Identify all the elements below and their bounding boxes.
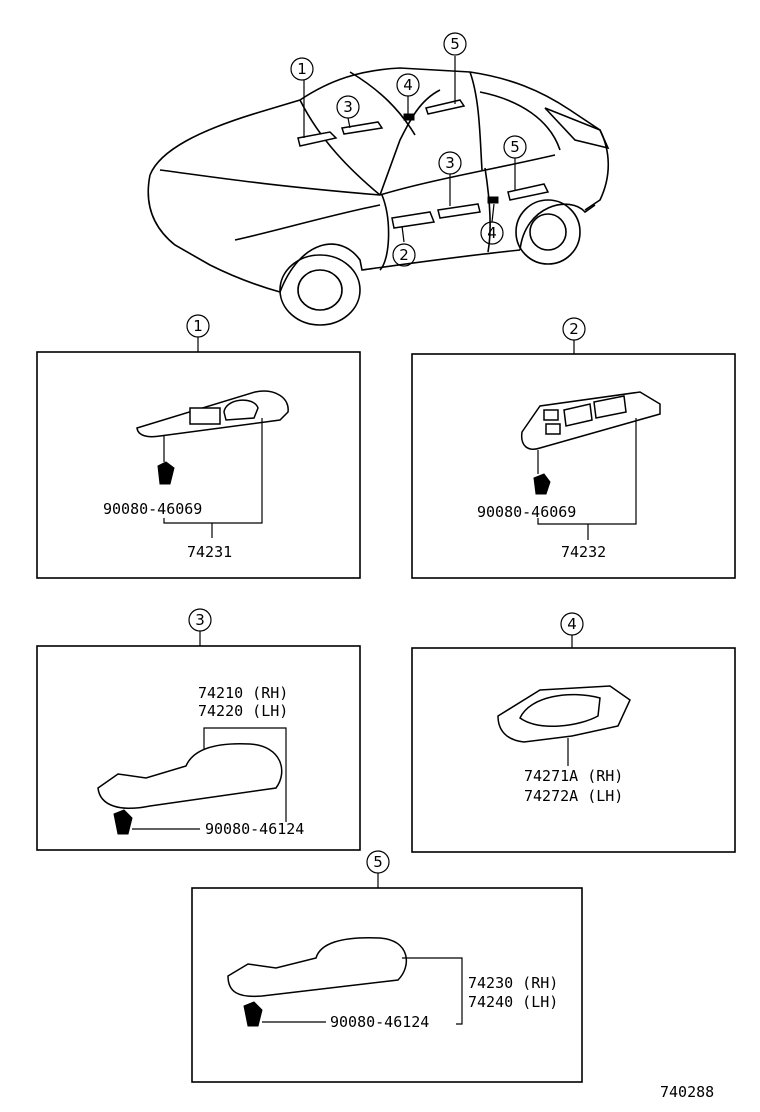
clip-2 — [533, 473, 551, 495]
car-callout-5-door: 5 — [503, 135, 527, 159]
multi-key-3 — [563, 403, 593, 427]
switch-key-b — [223, 399, 259, 421]
part-label-74210: 74210 (RH) — [198, 684, 288, 702]
car-cup-4-door — [487, 196, 499, 204]
svg-text:1: 1 — [193, 317, 203, 335]
car-grip-3-front — [341, 121, 384, 135]
clip-label-3: 90080-46124 — [205, 820, 304, 838]
multi-key-1 — [543, 409, 559, 421]
clip-label-2: 90080-46069 — [477, 503, 576, 521]
svg-text:3: 3 — [445, 154, 455, 172]
panel-4: 4 74271A (RH) 74272A (LH) — [411, 612, 736, 853]
car-switch-1 — [297, 131, 338, 147]
svg-text:4: 4 — [567, 615, 577, 633]
multi-key-2 — [545, 423, 561, 435]
clip-1 — [157, 461, 175, 485]
car-callout-1: 1 — [290, 57, 314, 81]
car-callout-3-door: 3 — [438, 151, 462, 175]
car-grip-5-door — [507, 183, 550, 201]
svg-text:4: 4 — [403, 76, 413, 94]
car-switch-2 — [391, 211, 436, 229]
switch-key-a — [189, 407, 221, 425]
svg-text:1: 1 — [297, 60, 307, 78]
part-label-74230: 74230 (RH) — [468, 974, 558, 992]
clip-label-1: 90080-46069 — [103, 500, 202, 518]
door-cup-recess — [519, 693, 601, 727]
part-label-74240: 74240 (LH) — [468, 993, 558, 1011]
part-label-74220: 74220 (LH) — [198, 702, 288, 720]
car-callout-4-door: 4 — [480, 221, 504, 245]
svg-text:3: 3 — [343, 98, 353, 116]
svg-text:5: 5 — [373, 853, 383, 871]
clip-3 — [113, 809, 133, 835]
svg-text:3: 3 — [195, 611, 205, 629]
multi-key-4 — [593, 395, 627, 419]
car-callout-2: 2 — [392, 243, 416, 267]
car-grip-3-door — [437, 203, 481, 219]
svg-text:5: 5 — [450, 35, 460, 53]
part-label-74271A: 74271A (RH) — [524, 767, 623, 785]
assist-grip-front — [97, 743, 283, 809]
figure-number: 740288 — [660, 1083, 714, 1101]
car-callout-3-front: 3 — [336, 95, 360, 119]
car-callout-5-top: 5 — [443, 32, 467, 56]
car-illustration — [147, 56, 610, 326]
panel-5: 5 74230 (RH) 74240 (LH) 90080-46124 — [191, 850, 583, 1083]
part-label-74272A: 74272A (LH) — [524, 787, 623, 805]
clip-label-5: 90080-46124 — [330, 1013, 429, 1031]
assist-grip-rear — [227, 936, 407, 998]
car-callout-4-top: 4 — [396, 73, 420, 97]
svg-text:5: 5 — [510, 138, 520, 156]
clip-5 — [243, 1001, 263, 1027]
car-grip-5-top — [425, 99, 466, 115]
panel-3: 3 74210 (RH) 74220 (LH) 90080-46124 — [36, 608, 361, 851]
svg-text:2: 2 — [399, 246, 409, 264]
car-cup-4-top — [403, 113, 415, 121]
panel-2: 2 90080-46069 74232 — [411, 317, 736, 579]
part-label-74232: 74232 — [561, 543, 606, 561]
panel-1: 1 90080-46069 74231 — [36, 314, 361, 579]
svg-text:2: 2 — [569, 320, 579, 338]
svg-text:4: 4 — [487, 224, 497, 242]
part-label-74231: 74231 — [187, 543, 232, 561]
